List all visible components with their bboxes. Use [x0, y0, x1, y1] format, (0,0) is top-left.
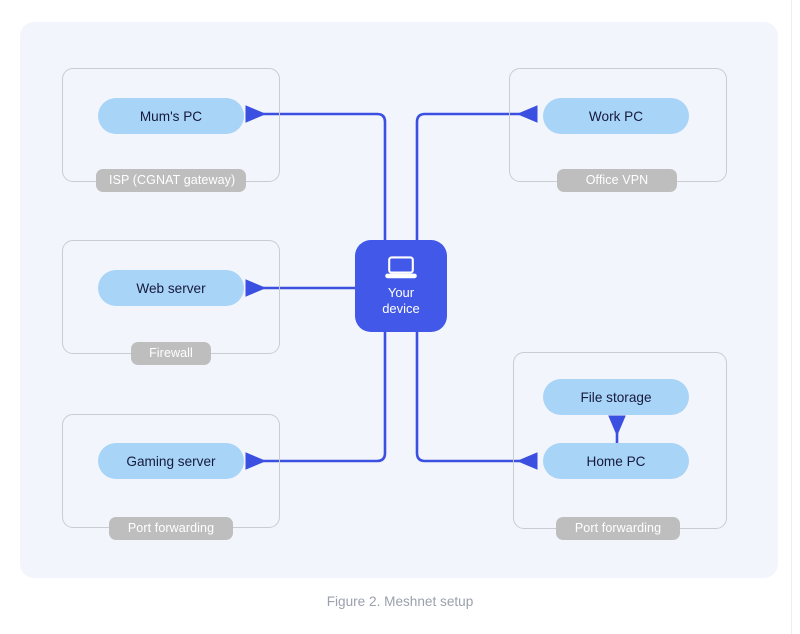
node-gaming-server-label: Gaming server [126, 453, 216, 469]
node-gaming-server[interactable]: Gaming server [98, 443, 244, 479]
connector-device-to-mums-pc [245, 105, 387, 240]
laptop-icon [385, 255, 417, 278]
group-tag-home-port-forwarding: Port forwarding [556, 517, 680, 540]
node-file-storage-label: File storage [580, 389, 652, 405]
group-tag-home-port-forwarding-label: Port forwarding [574, 521, 662, 535]
figure-caption: Figure 2. Meshnet setup [326, 594, 474, 609]
group-tag-firewall-label: Firewall [149, 346, 193, 360]
node-mums-pc-label: Mum's PC [139, 108, 203, 124]
group-tag-firewall: Firewall [131, 342, 211, 365]
group-tag-office-vpn: Office VPN [557, 169, 677, 192]
group-tag-isp-label: ISP (CGNAT gateway) [109, 173, 236, 187]
connector-device-to-gaming-server [245, 332, 387, 470]
node-web-server[interactable]: Web server [98, 270, 244, 306]
node-file-storage[interactable]: File storage [543, 379, 689, 415]
group-tag-office-vpn-label: Office VPN [585, 173, 649, 187]
group-tag-gaming-port-forwarding: Port forwarding [109, 517, 233, 540]
connector-device-to-home-pc [415, 332, 538, 470]
node-mums-pc[interactable]: Mum's PC [98, 98, 244, 134]
group-tag-gaming-port-forwarding-label: Port forwarding [127, 521, 215, 535]
connector-device-to-work-pc [415, 105, 538, 240]
node-work-pc-label: Work PC [588, 108, 644, 124]
node-home-pc[interactable]: Home PC [543, 443, 689, 479]
node-web-server-label: Web server [136, 280, 206, 296]
page-rule-divider [791, 0, 792, 634]
node-your-device[interactable]: Your device [355, 240, 447, 332]
node-your-device-label: Your device [382, 284, 420, 316]
node-home-pc-label: Home PC [586, 453, 646, 469]
group-tag-isp: ISP (CGNAT gateway) [96, 169, 246, 192]
node-work-pc[interactable]: Work PC [543, 98, 689, 134]
